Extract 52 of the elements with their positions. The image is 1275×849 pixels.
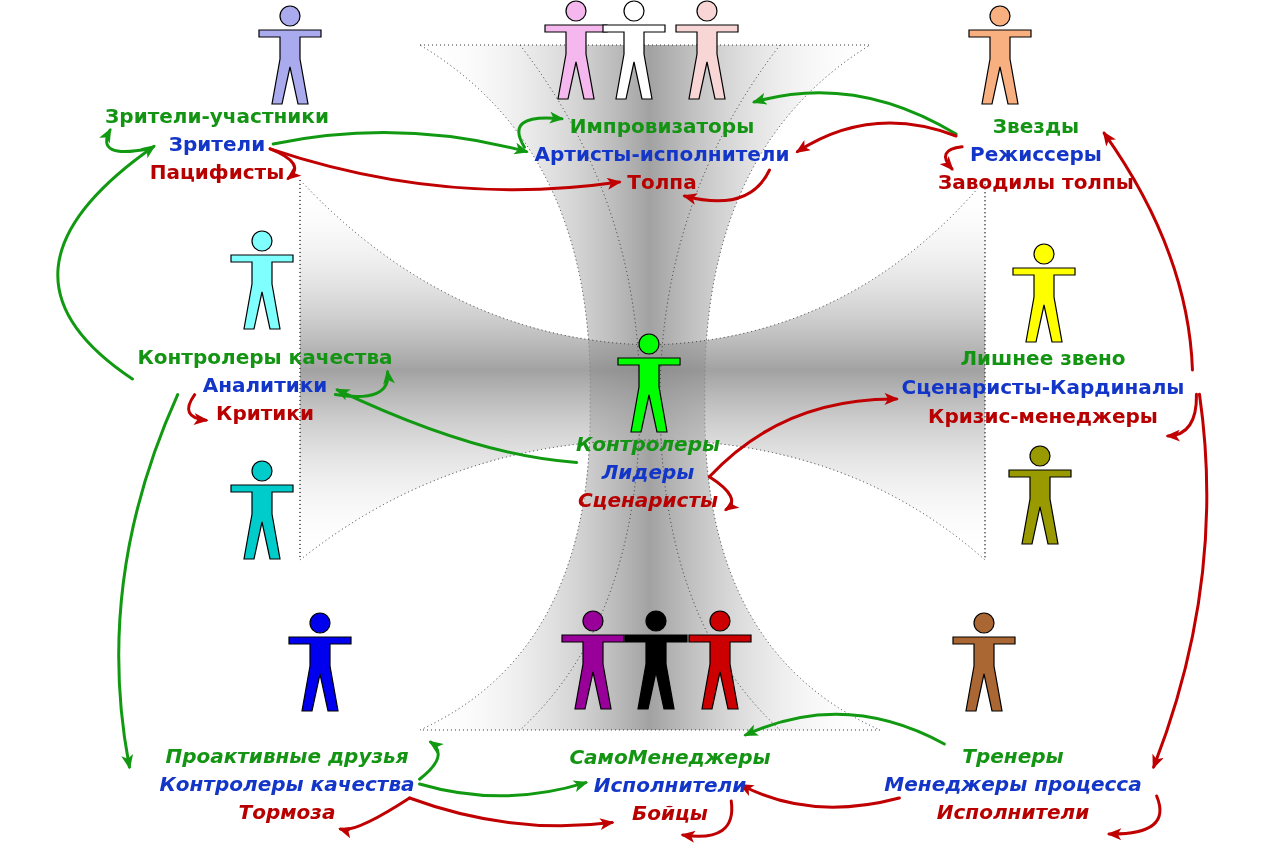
role-label: Бойцы (632, 801, 708, 825)
arrow (335, 388, 579, 464)
role-label: Контролеры (575, 432, 721, 456)
arrow (1165, 392, 1198, 441)
role-label: Сценаристы (577, 488, 719, 512)
arrow (1152, 392, 1209, 770)
role-label: Исполнители (593, 773, 747, 797)
arrow (1102, 131, 1194, 372)
arrow (418, 740, 444, 781)
role-label: Исполнители (936, 800, 1090, 824)
arrow (707, 475, 740, 512)
arrow (333, 369, 395, 398)
arrow (268, 147, 622, 192)
arrow (795, 121, 958, 154)
role-label: Импровизаторы (569, 114, 755, 138)
arrow (682, 168, 771, 205)
role-label: Зрители (168, 132, 266, 156)
arrow (751, 91, 958, 136)
arrow (268, 147, 302, 180)
arrow (418, 780, 589, 798)
arrow (408, 796, 615, 830)
role-label: Пацифисты (149, 160, 285, 184)
role-label: Режиссеры (970, 142, 1102, 166)
role-label: Звезды (992, 114, 1080, 138)
arrow (187, 393, 209, 425)
arrow (743, 712, 946, 746)
arrow (117, 393, 180, 770)
role-label: Критики (216, 401, 314, 425)
arrow (680, 799, 734, 843)
role-label: Лишнее звено (960, 346, 1126, 370)
role-label: Кризис-менеджеры (928, 404, 1158, 428)
arrow (707, 393, 899, 479)
role-label: Зрители-участники (105, 104, 329, 128)
arrow (56, 144, 156, 381)
role-label: Толпа (627, 170, 697, 194)
arrow (939, 145, 964, 171)
role-label: Тормоза (238, 800, 336, 824)
role-label: Проактивные друзья (165, 744, 409, 768)
role-label: Лидеры (601, 460, 695, 484)
arrow (271, 131, 529, 155)
role-label: Менеджеры процесса (884, 772, 1142, 796)
role-label: Тренеры (962, 744, 1064, 768)
arrow (517, 111, 565, 149)
arrow (338, 796, 412, 837)
role-label: Аналитики (202, 373, 328, 397)
role-label: Артисты-исполнители (534, 142, 790, 166)
role-label: Контролеры качества (137, 345, 393, 369)
arrow (1106, 794, 1162, 840)
role-label: Сценаристы-Кардиналы (901, 375, 1185, 399)
role-label: СамоМенеджеры (569, 745, 771, 769)
role-label: Контролеры качества (159, 772, 415, 796)
role-label: Заводилы толпы (938, 170, 1134, 194)
